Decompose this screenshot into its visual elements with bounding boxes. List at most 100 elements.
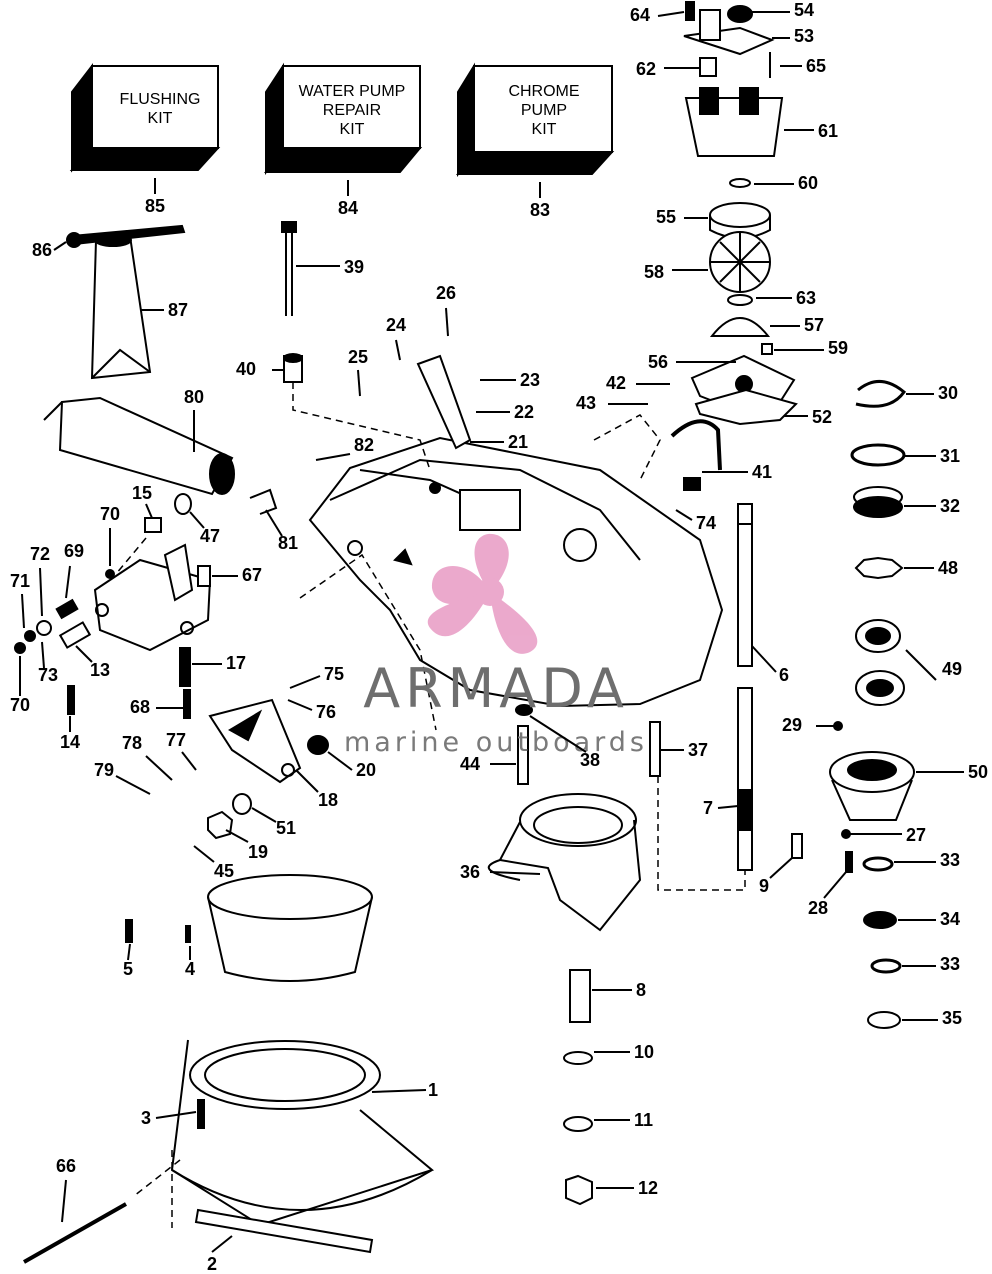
leader-line	[289, 675, 321, 689]
callout-40: 40	[236, 359, 284, 379]
callout-52: 52	[784, 407, 832, 427]
ball-27	[841, 829, 851, 839]
callout-25: 25	[348, 347, 368, 397]
part-number: 37	[688, 740, 708, 760]
callout-9: 9	[759, 857, 793, 896]
callout-37: 37	[660, 740, 708, 760]
part-number: 19	[248, 842, 268, 862]
callout-39: 39	[296, 257, 364, 277]
callout-67: 67	[212, 565, 262, 585]
callout-1: 1	[371, 1080, 438, 1100]
drive-shaft-lower	[737, 687, 753, 871]
part-number: 79	[94, 760, 114, 780]
part-number: 68	[130, 697, 150, 717]
part-number: 69	[64, 541, 84, 561]
part-number: 41	[752, 462, 772, 482]
part-number: 72	[30, 544, 50, 564]
part-number: 6	[779, 665, 789, 685]
callout-31: 31	[904, 446, 960, 466]
callout-68: 68	[130, 697, 184, 717]
washer-20	[307, 735, 329, 755]
leader-line	[295, 769, 319, 793]
drive-shaft-upper	[737, 503, 753, 667]
leader-line	[65, 565, 71, 599]
nut-70a	[14, 642, 26, 654]
key-9	[791, 833, 803, 859]
part-number: 49	[942, 659, 962, 679]
part-number: 55	[656, 207, 676, 227]
part-number: 38	[580, 750, 600, 770]
callout-57: 57	[770, 315, 824, 335]
callout-21: 21	[470, 432, 528, 452]
assembly-lines	[115, 382, 746, 1228]
callout-73: 73	[38, 641, 58, 685]
pump-impeller	[487, 793, 642, 932]
stud-67	[197, 565, 211, 587]
callout-28: 28	[808, 871, 847, 918]
callout-62: 62	[636, 59, 700, 79]
callout-30: 30	[906, 383, 958, 403]
seal-34	[863, 911, 897, 929]
part-number: 61	[818, 121, 838, 141]
callout-54: 54	[752, 0, 814, 20]
bearing-49-upper	[855, 619, 901, 653]
nut-12	[565, 1174, 593, 1206]
callout-24: 24	[386, 315, 406, 361]
part-number: 87	[168, 300, 188, 320]
callouts: 1234567891011121314151718192021222324252…	[10, 0, 988, 1274]
callout-33: 33	[902, 954, 960, 974]
part-number: 73	[38, 665, 58, 685]
part-number: 74	[696, 513, 716, 533]
leader-line	[445, 307, 449, 337]
leader-line	[657, 11, 685, 17]
leader-line	[53, 241, 67, 251]
leader-line	[127, 943, 131, 961]
callout-2: 2	[207, 1235, 233, 1274]
ring-33a	[862, 856, 894, 872]
callout-70: 70	[10, 656, 30, 715]
callout-4: 4	[185, 946, 195, 979]
part-number: 18	[318, 790, 338, 810]
part-number: 62	[636, 59, 656, 79]
part-number: 56	[648, 352, 668, 372]
callout-72: 72	[30, 544, 50, 617]
callout-60: 60	[754, 173, 818, 193]
chrome-pump-kit-box	[456, 62, 615, 178]
gasket-57	[709, 317, 771, 337]
leader-line	[823, 871, 847, 899]
callout-50: 50	[916, 762, 988, 782]
leader-line	[193, 845, 215, 863]
part-number: 43	[576, 393, 596, 413]
part-number: 82	[354, 435, 374, 455]
intake-housing	[170, 1039, 435, 1227]
callout-44: 44	[460, 754, 516, 774]
part-number: 26	[436, 283, 456, 303]
part-number: 33	[940, 850, 960, 870]
leader-line	[371, 1089, 427, 1093]
part-number: 64	[630, 5, 650, 25]
part-number: 53	[794, 26, 814, 46]
part-number: 51	[276, 818, 296, 838]
callout-36: 36	[460, 862, 541, 882]
kit-number: 83	[530, 200, 550, 220]
callout-49: 49	[905, 649, 962, 681]
part-number: 4	[185, 959, 195, 979]
part-number: 8	[636, 980, 646, 1000]
callout-75: 75	[289, 664, 344, 689]
grease-gun-tube	[90, 233, 152, 380]
leader-line	[395, 339, 401, 361]
part-number: 29	[782, 715, 802, 735]
callout-33: 33	[894, 850, 960, 870]
part-number: 77	[166, 730, 186, 750]
tube-41	[670, 419, 722, 471]
part-number: 81	[278, 533, 298, 553]
callout-8: 8	[592, 980, 646, 1000]
callout-82: 82	[315, 435, 374, 461]
part-number: 12	[638, 1178, 658, 1198]
leader-line	[489, 871, 541, 875]
ring-33b	[870, 958, 902, 974]
part-number: 39	[344, 257, 364, 277]
nut-19	[207, 810, 234, 840]
nut-29	[833, 721, 843, 731]
